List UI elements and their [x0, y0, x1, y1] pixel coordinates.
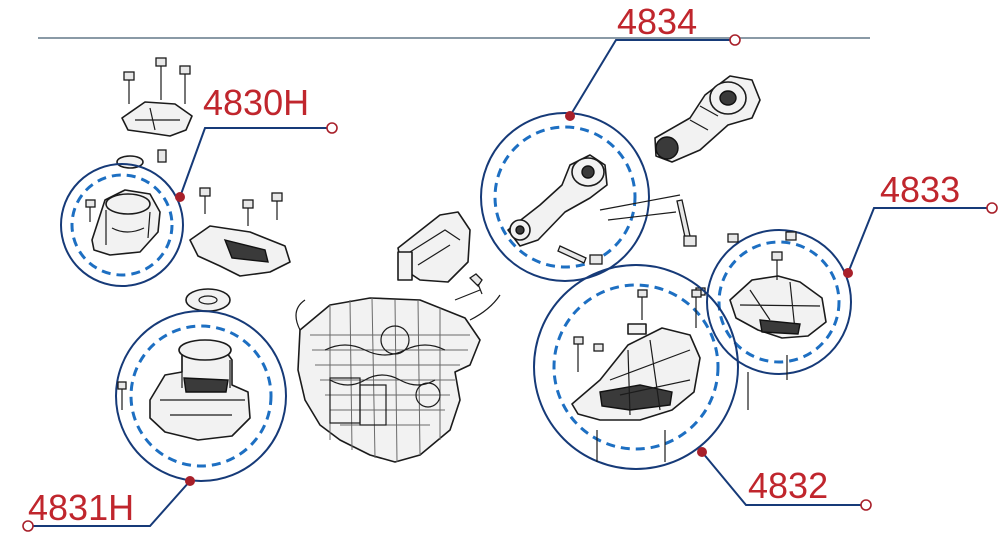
callout-terminal-4831H: [22, 520, 34, 532]
callout-ring-4832: [533, 264, 739, 470]
part-group-4830H: 4830H: [60, 57, 338, 312]
callout-anchor-4831H: [185, 476, 195, 486]
callout-dashed-ring-4832: [552, 283, 720, 451]
callout-anchor-4832: [697, 447, 707, 457]
part-group-4831H: 4831H: [22, 310, 287, 532]
center-bracket: [397, 211, 483, 295]
callout-anchor-4833: [843, 268, 853, 278]
leader-line-4833: [847, 207, 990, 274]
callout-ring-4834: [480, 112, 650, 282]
callout-terminal-4832: [860, 499, 872, 511]
part-group-4834: 4834: [480, 1, 761, 282]
callout-dashed-ring-4834: [493, 125, 637, 269]
callout-dashed-ring-4833: [717, 240, 841, 364]
callout-dashed-ring-4831H: [129, 324, 273, 468]
callout-terminal-4830H: [326, 122, 338, 134]
callout-ring-4830H: [60, 163, 184, 287]
callout-label-4830H: 4830H: [203, 82, 309, 123]
callout-label-4832: 4832: [748, 465, 828, 506]
callout-label-4831H: 4831H: [28, 487, 134, 528]
leader-line-4831H: [30, 480, 191, 527]
leader-line-4830H: [179, 127, 330, 198]
callout-anchor-4834: [565, 111, 575, 121]
part-group-4833: 4833: [695, 169, 998, 410]
callout-dashed-ring-4830H: [70, 173, 174, 277]
callout-anchor-4830H: [175, 192, 185, 202]
callout-terminal-4834: [729, 34, 741, 46]
callout-terminal-4833: [986, 202, 998, 214]
part-group-4832: 4832: [533, 264, 872, 511]
leader-line-4834: [569, 39, 733, 117]
callout-label-4833: 4833: [880, 169, 960, 210]
callout-ring-4831H: [115, 310, 287, 482]
callout-ring-4833: [706, 229, 852, 375]
engine-block-illustration: [295, 289, 501, 463]
leader-line-4832: [701, 451, 864, 506]
callout-label-4834: 4834: [617, 1, 697, 42]
